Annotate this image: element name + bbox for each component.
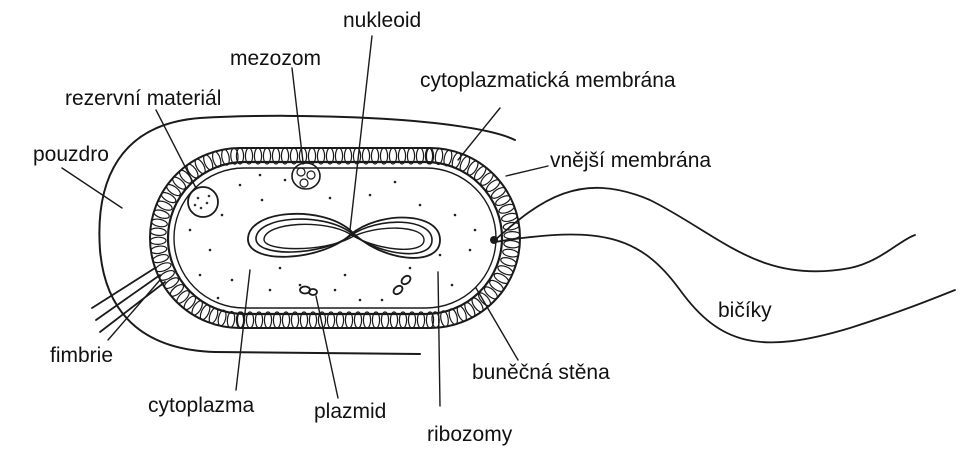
label-nukleoid: nukleoid [343,10,421,31]
label-mezozom: mezozom [230,48,321,69]
label-bicik: bičíky [718,300,772,321]
cytoplasmic-membrane-inner [174,168,496,308]
fimbriae [92,268,165,332]
label-rezervni-material: rezervní materiál [65,88,221,109]
plasmids [300,274,412,296]
label-vnejsi-membrana: vnější membrána [550,150,711,171]
label-ribozomy: ribozomy [427,424,512,445]
nucleoid-loops [248,214,440,258]
label-plazmid: plazmid [314,401,386,422]
ribosome-dots [189,174,477,302]
mesosome [292,163,320,189]
outer-membrane [150,148,520,328]
label-cytoplazma: cytoplazma [148,395,254,416]
label-bunecna-stena: buněčná stěna [472,362,610,383]
label-cytoplazmaticka-membrana: cytoplazmatická membrána [420,70,676,91]
label-pouzdro: pouzdro [33,144,109,165]
cell-wall-scallops [150,148,520,328]
label-fimbrie: fimbrie [50,345,113,366]
reserve-granule [188,187,218,217]
